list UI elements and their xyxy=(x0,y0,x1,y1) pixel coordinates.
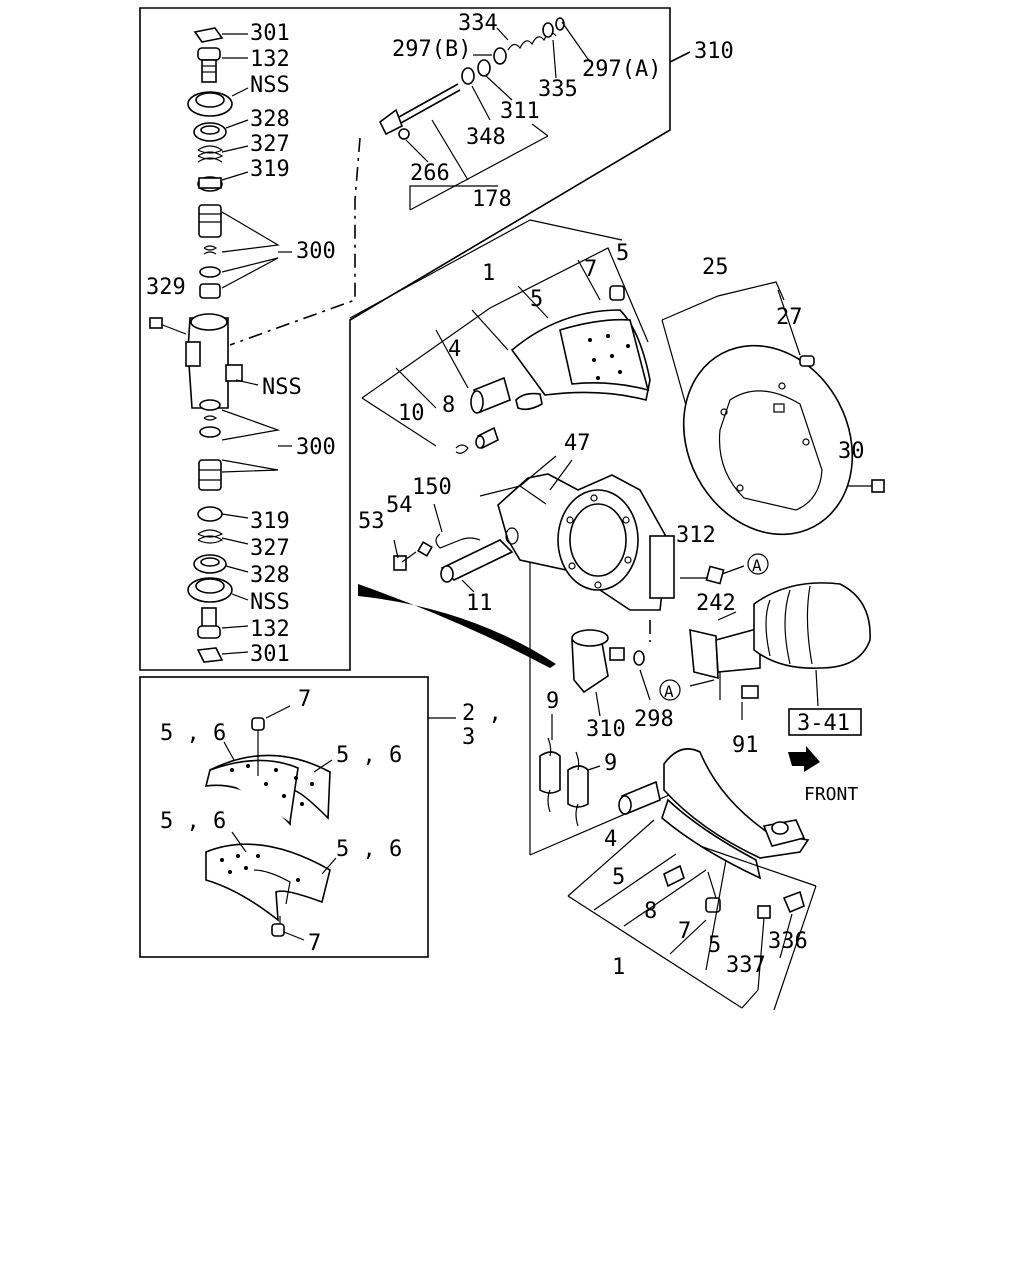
label-2-comma: 2 , xyxy=(462,701,502,726)
label-5-6-b: 5 , 6 xyxy=(336,743,402,768)
label-266: 266 xyxy=(410,161,450,186)
label-1-top: 1 xyxy=(482,261,495,286)
brake-chamber xyxy=(659,553,871,772)
label-334: 334 xyxy=(458,11,498,36)
label-a-1: A xyxy=(752,556,762,575)
label-11: 11 xyxy=(466,591,493,616)
label-327-bottom: 327 xyxy=(250,536,290,561)
label-4-bottom: 4 xyxy=(604,827,617,852)
label-335: 335 xyxy=(538,77,578,102)
label-4-top: 4 xyxy=(448,337,461,362)
adjuster-parts xyxy=(378,17,591,211)
label-53: 53 xyxy=(358,509,385,534)
label-8-bottom: 8 xyxy=(644,899,657,924)
label-nss-mid: NSS xyxy=(262,375,302,400)
label-nss-top: NSS xyxy=(250,73,290,98)
label-327-top: 327 xyxy=(250,132,290,157)
label-312: 312 xyxy=(676,523,716,548)
lining-inset-box xyxy=(139,676,456,958)
label-337: 337 xyxy=(726,953,766,978)
label-132-bottom: 132 xyxy=(250,617,290,642)
lower-shoe-group xyxy=(567,748,817,1011)
brake-spider xyxy=(393,455,675,611)
label-3: 3 xyxy=(462,725,475,750)
label-328-top: 328 xyxy=(250,107,290,132)
label-319-bottom: 319 xyxy=(250,509,290,534)
label-ref-3-41: 3-41 xyxy=(797,711,850,736)
wheel-cylinder-box xyxy=(139,7,691,671)
label-329: 329 xyxy=(146,275,186,300)
callout-labels: 301 132 NSS 328 327 319 300 329 NSS 300 … xyxy=(146,11,865,980)
label-10: 10 xyxy=(398,401,425,426)
label-27: 27 xyxy=(776,305,803,330)
label-7-inset-bottom: 7 xyxy=(308,931,321,956)
label-132-top: 132 xyxy=(250,47,290,72)
cylinder-body xyxy=(149,313,259,409)
dust-shield xyxy=(661,281,885,536)
label-front: FRONT xyxy=(804,784,858,805)
label-298: 298 xyxy=(634,707,674,732)
label-7-inset-top: 7 xyxy=(298,687,311,712)
label-1-bottom: 1 xyxy=(612,955,625,980)
label-301-bottom: 301 xyxy=(250,642,290,667)
label-328-bottom: 328 xyxy=(250,563,290,588)
label-300-top: 300 xyxy=(296,239,336,264)
label-310-mid: 310 xyxy=(586,717,626,742)
label-5-6-d: 5 , 6 xyxy=(336,837,402,862)
upper-shoe-group xyxy=(361,247,651,454)
label-91: 91 xyxy=(732,733,759,758)
slack-adjuster xyxy=(358,584,651,717)
label-5-6-a: 5 , 6 xyxy=(160,721,226,746)
label-178: 178 xyxy=(472,187,512,212)
label-30: 30 xyxy=(838,439,865,464)
label-319-top: 319 xyxy=(250,157,290,182)
label-150: 150 xyxy=(412,475,452,500)
label-47: 47 xyxy=(564,431,591,456)
label-297a: 297(A) xyxy=(582,57,661,82)
label-5-top-a: 5 xyxy=(616,241,629,266)
label-301-top: 301 xyxy=(250,21,290,46)
label-242: 242 xyxy=(696,591,736,616)
label-nss-bottom: NSS xyxy=(250,590,290,615)
label-348: 348 xyxy=(466,125,506,150)
label-5-bottom-a: 5 xyxy=(612,865,625,890)
label-310-top: 310 xyxy=(694,39,734,64)
label-7-top: 7 xyxy=(584,257,597,282)
label-9-a: 9 xyxy=(546,689,559,714)
label-9-b: 9 xyxy=(604,751,617,776)
cylinder-stack-bottom xyxy=(187,399,292,663)
label-336: 336 xyxy=(768,929,808,954)
label-300-bottom: 300 xyxy=(296,435,336,460)
return-springs xyxy=(539,714,601,827)
cylinder-stack-top xyxy=(187,27,292,299)
label-5-bottom-b: 5 xyxy=(708,933,721,958)
label-5-top-b: 5 xyxy=(530,287,543,312)
label-311: 311 xyxy=(500,99,540,124)
label-a-2: A xyxy=(664,682,674,701)
label-5-6-c: 5 , 6 xyxy=(160,809,226,834)
label-297b: 297(B) xyxy=(392,37,471,62)
label-7-bottom: 7 xyxy=(678,919,691,944)
label-54: 54 xyxy=(386,493,413,518)
label-8-top: 8 xyxy=(442,393,455,418)
label-25: 25 xyxy=(702,255,729,280)
